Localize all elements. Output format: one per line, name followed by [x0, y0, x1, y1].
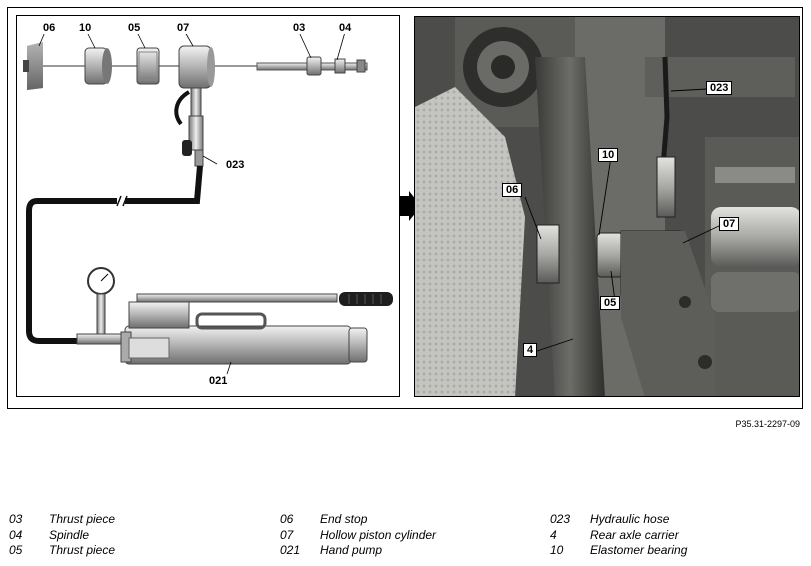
legend-code: 023	[550, 512, 571, 526]
callout-06-left: 06	[41, 22, 58, 34]
legend-item: 07 Hollow piston cylinder	[280, 528, 436, 544]
legend-label: Thrust piece	[49, 543, 116, 557]
callout-4-right: 4	[523, 343, 538, 357]
legend-code: 05	[9, 543, 23, 557]
callout-04-left: 04	[337, 22, 354, 34]
hose-coupling-part	[174, 87, 204, 167]
legend-label: Spindle	[49, 527, 90, 542]
legend-code: 07	[280, 527, 294, 542]
callout-05-right: 05	[600, 296, 621, 310]
legend-item: 021 Hand pump	[280, 543, 436, 559]
tool-illustration	[23, 31, 393, 375]
tool-illustration-panel	[16, 15, 400, 397]
callout-10-left: 10	[77, 22, 94, 34]
callout-07-left: 07	[175, 22, 192, 34]
right-pointing-arrow-icon	[399, 191, 421, 221]
legend-code: 021	[280, 543, 301, 557]
legend-code: 10	[550, 543, 564, 557]
legend-label: Elastomer bearing	[590, 543, 688, 557]
legend-column-2: 06 End stop 07 Hollow piston cylinder 021 H…	[280, 512, 436, 559]
callout-021-left: 021	[207, 375, 230, 387]
end-stop-part	[23, 42, 43, 90]
legend-item: 023 Hydraulic hose	[550, 512, 687, 528]
hollow-piston-cylinder-part	[178, 45, 215, 89]
hydraulic-hose	[125, 165, 203, 204]
legend-item: 04 Spindle	[9, 528, 115, 544]
legend-code: 4	[550, 527, 557, 542]
legend-label: Hollow piston cylinder	[320, 527, 437, 542]
legend-label: Thrust piece	[49, 512, 116, 526]
legend-item: 10 Elastomer bearing	[550, 543, 687, 559]
callout-023-left: 023	[224, 159, 247, 171]
callout-10-right: 10	[598, 148, 619, 162]
hand-pump-part	[76, 267, 393, 365]
legend-item: 03 Thrust piece	[9, 512, 115, 528]
legend-code: 06	[280, 512, 294, 526]
spindle-part	[256, 56, 368, 76]
legend-item: 05 Thrust piece	[9, 543, 115, 559]
figure-reference: P35.31-2297-09	[735, 419, 800, 429]
callout-06-right: 06	[502, 183, 523, 197]
legend-item: 06 End stop	[280, 512, 436, 528]
legend-label: End stop	[320, 512, 368, 526]
installation-photo-drawing	[415, 17, 799, 396]
callout-07-right: 07	[719, 217, 740, 231]
elastomer-bearing-part	[84, 47, 112, 85]
legend-label: Hand pump	[320, 543, 383, 557]
legend-column-3: 023 Hydraulic hose 4 Rear axle carrier 10 E…	[550, 512, 687, 559]
callout-023-right: 023	[706, 81, 733, 95]
installation-photo	[414, 16, 800, 397]
callout-03-left: 03	[291, 22, 308, 34]
thrust-piece-05-part	[136, 47, 160, 85]
legend-code: 04	[9, 527, 23, 542]
legend-label: Rear axle carrier	[590, 527, 679, 542]
legend-code: 03	[9, 512, 23, 526]
legend-label: Hydraulic hose	[590, 512, 670, 526]
legend-item: 4 Rear axle carrier	[550, 528, 687, 544]
callout-05-left: 05	[126, 22, 143, 34]
